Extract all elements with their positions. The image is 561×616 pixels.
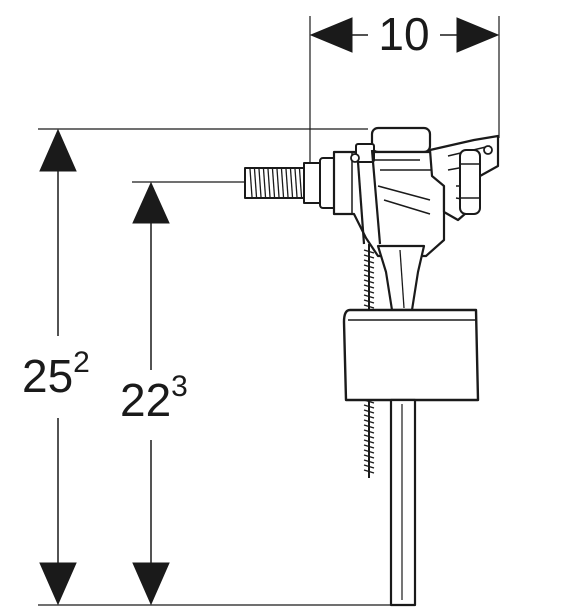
thread-line (262, 168, 267, 198)
valve-guide-rod-2 (356, 161, 366, 245)
arrow-head-icon (39, 128, 77, 172)
thread-line (258, 168, 262, 198)
thread-line (249, 168, 253, 198)
rod-thread-line (363, 444, 375, 449)
valve-stem-clip (355, 143, 375, 163)
arrow-head-icon (309, 17, 353, 53)
thread-line (289, 168, 294, 198)
riser-tube (389, 398, 417, 607)
thread-line (276, 168, 280, 198)
inlet-height-value-main: 22 (120, 374, 171, 426)
thread-line (267, 168, 271, 198)
rod-thread-line (363, 464, 375, 469)
riser-tube-body (389, 398, 417, 607)
rod-thread-line (363, 459, 375, 464)
rod-thread-line (363, 289, 375, 294)
outlet-nozzle (459, 149, 481, 215)
central-column-detail (399, 249, 405, 309)
adjust-screw (483, 145, 493, 155)
rod-thread-line (363, 409, 375, 414)
rod-thread-line (363, 259, 375, 264)
rod-thread-line (363, 404, 375, 409)
rod-thread-line (363, 249, 375, 254)
valve-pivot (350, 153, 360, 163)
threaded-inlet (244, 157, 337, 209)
rod-thread-line (363, 419, 375, 424)
rod-thread-line (363, 284, 375, 289)
thread-line (253, 168, 258, 198)
valve-body-detail (351, 152, 440, 215)
float-box (342, 308, 480, 402)
valve-head (332, 126, 446, 258)
thread-line (285, 168, 289, 198)
total-height-value-superscript: 2 (73, 346, 90, 379)
outlet-arm (428, 134, 500, 222)
total-height-value-main: 25 (22, 350, 73, 402)
rod-thread-line (363, 449, 375, 454)
thread-lines (249, 168, 303, 198)
rod-thread-line (363, 254, 375, 259)
rod-thread-line (363, 264, 375, 269)
valve-body (332, 150, 446, 258)
rod-thread-line (363, 424, 375, 429)
total-height-dimension: 252 (22, 128, 392, 606)
rod-thread-line (363, 454, 375, 459)
rod-thread-line (363, 269, 375, 274)
inlet-height-value: 223 (120, 370, 188, 426)
arrow-head-icon (132, 181, 170, 224)
thread-line (294, 168, 298, 198)
inlet-height-value-superscript: 3 (171, 370, 188, 403)
rod-thread-line (363, 439, 375, 444)
width-dimension: 10 (309, 8, 500, 165)
width-value: 10 (378, 8, 429, 60)
fill-valve (244, 126, 500, 607)
rod-thread-line (363, 414, 375, 419)
valve-guide-rod (370, 149, 382, 245)
inlet-height-dimension: 223 (120, 181, 256, 606)
thread-line (271, 168, 276, 198)
thread-line (298, 168, 303, 198)
valve-cap (370, 126, 432, 154)
float-box-body (342, 308, 480, 402)
rod-thread-line (363, 434, 375, 439)
rod-thread-line (363, 304, 375, 309)
rod-thread-line (363, 429, 375, 434)
rod-thread-line (363, 274, 375, 279)
total-height-value: 252 (22, 346, 90, 402)
arrow-head-icon (132, 562, 170, 606)
rod-thread-line (363, 299, 375, 304)
rod-thread-line (363, 294, 375, 299)
rod-thread-line (363, 469, 375, 474)
arrow-head-icon (39, 562, 77, 606)
arrow-head-icon (456, 17, 500, 53)
rod-thread-line (363, 279, 375, 284)
thread-line (280, 168, 285, 198)
